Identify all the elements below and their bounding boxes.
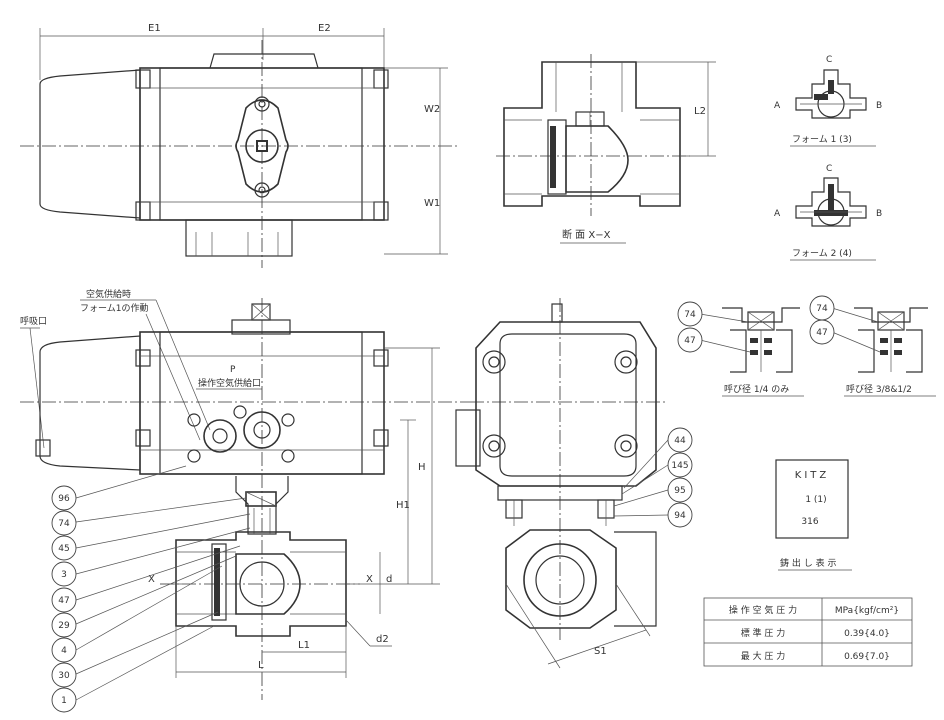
- svg-text:47: 47: [684, 336, 695, 346]
- table-header-label: 操 作 空 気 圧 力: [729, 604, 797, 616]
- svg-text:74: 74: [816, 304, 828, 314]
- size-quarter-label: 呼び径 1/4 のみ: [724, 383, 789, 395]
- dim-l1: L1: [298, 640, 310, 651]
- balloon-96: 96: [51, 485, 77, 511]
- dim-h: H: [418, 462, 426, 473]
- breath-port-label: 呼吸口: [20, 316, 47, 327]
- svg-text:74: 74: [58, 519, 70, 529]
- detail-balloon-47-quarter: 47: [677, 327, 703, 353]
- form1-label: フォーム 1 (3): [792, 134, 852, 145]
- table-header-unit: MPa{kgf/cm²}: [835, 606, 899, 616]
- dim-e2: E2: [318, 23, 331, 34]
- form1-action-label: フォーム1の作動: [80, 302, 148, 314]
- svg-text:47: 47: [816, 328, 827, 338]
- svg-text:94: 94: [674, 511, 686, 521]
- form2-port-a: A: [774, 209, 781, 219]
- cast-line2: 1 (1): [805, 495, 826, 505]
- detail-balloon-74-quarter: 74: [677, 301, 703, 327]
- balloon-74: 74: [51, 510, 77, 536]
- cast-caption: 鋳 出 し 表 示: [780, 557, 836, 569]
- svg-text:44: 44: [674, 436, 686, 446]
- stem-detail-quarter: 74 47 呼び径 1/4 のみ: [677, 301, 804, 397]
- dim-w1: W1: [424, 198, 440, 209]
- svg-text:47: 47: [58, 596, 69, 606]
- balloon-44: 44: [667, 427, 693, 453]
- stem-detail-three-eighth: 74 47 呼び径 3/8&1/2: [809, 295, 936, 397]
- form1-port-c: C: [826, 55, 832, 65]
- flow-forms: A B C フォーム 1 (3) A B C フォーム 2 (4): [774, 55, 882, 261]
- table-row-max-label: 最 大 圧 力: [741, 650, 786, 662]
- detail-balloon-74-three-eighth: 74: [809, 295, 835, 321]
- svg-text:4: 4: [61, 646, 67, 656]
- svg-text:96: 96: [58, 494, 70, 504]
- section-label: 断 面 X−X: [562, 228, 611, 241]
- balloon-47: 47: [51, 587, 77, 613]
- svg-text:3: 3: [61, 570, 67, 580]
- balloon-3: 3: [51, 561, 77, 587]
- balloon-1: 1: [51, 687, 77, 713]
- table-row-standard-label: 標 準 圧 力: [741, 627, 786, 639]
- dim-s1: S1: [594, 646, 607, 657]
- size-3-8-label: 呼び径 3/8&1/2: [846, 383, 912, 395]
- balloon-4: 4: [51, 637, 77, 663]
- balloon-94: 94: [667, 502, 693, 528]
- table-row-standard-value: 0.39{4.0}: [844, 629, 890, 639]
- op-air-port-label: 操作空気供給口: [198, 377, 261, 389]
- svg-text:30: 30: [58, 671, 70, 681]
- section-marker-left: X: [148, 574, 155, 585]
- air-supply-label: 空気供給時: [86, 288, 131, 300]
- side-view: S1 44 145 95 94: [455, 298, 693, 669]
- section-marker-right: X: [366, 574, 373, 585]
- dim-w2: W2: [424, 104, 440, 115]
- form2-port-c: C: [826, 164, 832, 174]
- cast-mark: KITZ 1 (1) 316 鋳 出 し 表 示: [775, 459, 852, 571]
- balloon-29: 29: [51, 612, 77, 638]
- form1-port-a: A: [774, 101, 781, 111]
- dim-l2: L2: [694, 106, 706, 117]
- section-x-x: L2 断 面 X−X: [496, 54, 716, 244]
- form2-port-b: B: [876, 209, 882, 219]
- dim-d: d: [386, 574, 392, 585]
- form2-label: フォーム 2 (4): [792, 248, 852, 259]
- svg-text:74: 74: [684, 310, 696, 320]
- balloon-45: 45: [51, 535, 77, 561]
- svg-text:1: 1: [61, 696, 67, 706]
- svg-text:45: 45: [58, 544, 69, 554]
- balloon-145: 145: [667, 452, 693, 478]
- dim-h1: H1: [396, 500, 410, 511]
- table-row-max-value: 0.69{7.0}: [844, 652, 890, 662]
- balloon-95: 95: [667, 477, 693, 503]
- cast-line3: 316: [801, 517, 818, 527]
- svg-text:95: 95: [674, 486, 685, 496]
- dim-e1: E1: [148, 23, 161, 34]
- balloon-30: 30: [51, 662, 77, 688]
- actuator-top-view: E1 E2 W2: [20, 23, 460, 268]
- dim-d2: d2: [376, 634, 389, 645]
- svg-text:145: 145: [671, 461, 688, 471]
- pressure-table: 操 作 空 気 圧 力 MPa{kgf/cm²} 標 準 圧 力 0.39{4.…: [703, 597, 913, 667]
- dim-l: L: [258, 660, 264, 671]
- form1-port-b: B: [876, 101, 882, 111]
- detail-balloon-47-three-eighth: 47: [809, 319, 835, 345]
- port-p: P: [230, 365, 236, 375]
- front-view: 空気供給時 フォーム1の作動 呼吸口 P 操作空気供給口: [20, 288, 470, 713]
- cast-brand: KITZ: [795, 470, 829, 481]
- svg-text:29: 29: [58, 621, 70, 631]
